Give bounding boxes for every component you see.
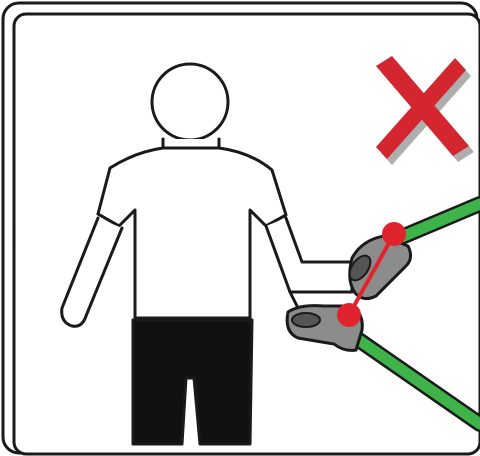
- head: [152, 64, 228, 140]
- pivot-lower: [337, 303, 361, 327]
- pivot-upper: [382, 222, 406, 246]
